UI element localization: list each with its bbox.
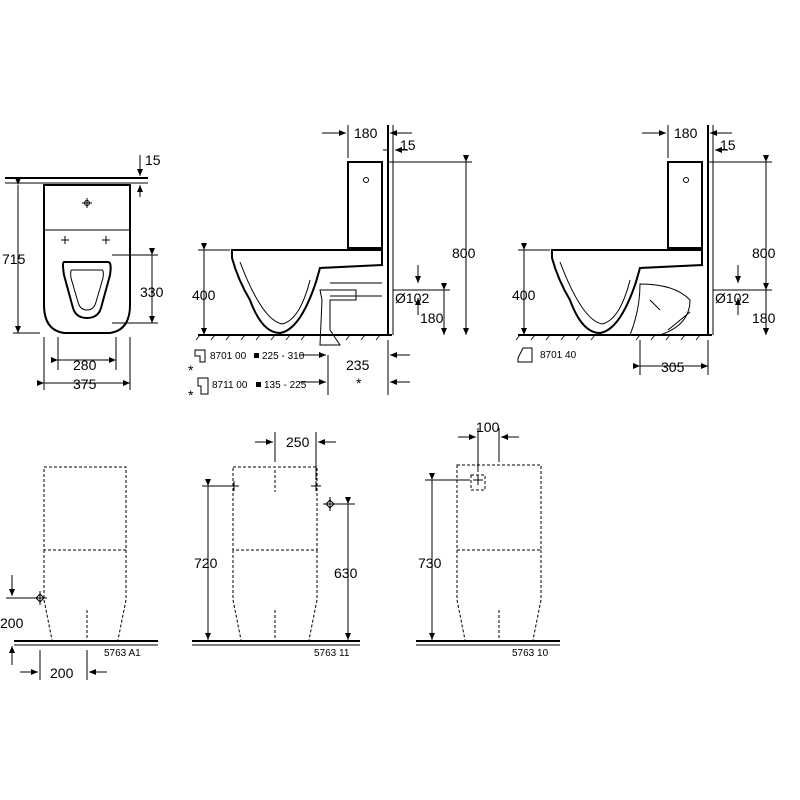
square-bullet-icon [254, 353, 259, 358]
bowl-height-label: 400 [192, 287, 216, 303]
inlet-box [470, 474, 486, 491]
rear-view-10: 100 730 5763 10 [416, 419, 560, 659]
rear-view-11: 250 720 630 5763 11 [192, 432, 360, 659]
side-view-a: 180 15 800 400 Ø102 180 235 * * [188, 125, 476, 403]
fitting-2-star: * [188, 387, 194, 403]
outlet-height-label: 180 [752, 310, 776, 326]
fixing-point-icon [311, 481, 321, 491]
cistern-outline [456, 464, 542, 551]
fixing-point-icon [102, 236, 110, 244]
height-right-label: 630 [334, 565, 358, 581]
bowl [551, 249, 703, 335]
cistern-outline [43, 466, 127, 551]
cistern [347, 161, 383, 249]
inner-width-label: 280 [73, 357, 97, 373]
rear-view-a1: 200 200 5763 A1 [0, 466, 158, 681]
cistern-outline [232, 466, 318, 551]
fitting-1-star: * [188, 362, 194, 378]
outlet-diameter-label: Ø102 [395, 290, 429, 306]
side-view-b: 180 15 800 400 Ø102 180 305 8701 40 [512, 125, 776, 375]
depth-label: 715 [2, 251, 26, 267]
wall-gap-label: 15 [720, 137, 736, 153]
seat-opening [62, 261, 112, 320]
outlet-pipe [319, 289, 357, 346]
bowl-outline [43, 550, 127, 641]
cistern-offset-label: 180 [354, 125, 378, 141]
total-height-label: 800 [752, 245, 776, 261]
fitting-1-range: 225 - 310 [262, 351, 305, 362]
wall-gap-label: 15 [400, 137, 416, 153]
footnote-star: * [356, 375, 362, 391]
fitting-2-icon [197, 377, 209, 395]
bowl-height-label: 400 [512, 287, 536, 303]
cistern-offset-label: 180 [674, 125, 698, 141]
inlet-width-label: 100 [476, 419, 500, 435]
fitting-2-code: 8711 00 [212, 380, 248, 391]
fitting-2-range: 135 - 225 [264, 380, 307, 391]
square-bullet-icon [256, 382, 261, 387]
inlet-spacing-label: 250 [286, 434, 310, 450]
model-label: 5763 A1 [104, 648, 141, 659]
inlet-point-icon [473, 475, 483, 485]
top-view: 715 330 15 280 375 [2, 152, 164, 392]
bowl-outline [456, 550, 542, 641]
model-label: 5763 11 [314, 648, 350, 659]
seat-height-label: 330 [140, 284, 164, 300]
outlet-height-label: 180 [420, 310, 444, 326]
total-height-label: 800 [452, 245, 476, 261]
fitting-code: 8701 40 [540, 350, 577, 361]
outlet-distance-label: 305 [661, 359, 685, 375]
cistern [667, 161, 703, 249]
bowl [231, 249, 383, 335]
toilet-outline [43, 184, 131, 334]
fitting-1-icon [194, 349, 206, 363]
inlet-height-label: 200 [0, 615, 24, 631]
outlet-elbow [629, 283, 691, 336]
inlet-offset-label: 200 [50, 665, 74, 681]
outlet-diameter-label: Ø102 [715, 290, 749, 306]
fitting-icon [517, 347, 533, 363]
bowl-outline [232, 550, 318, 641]
outlet-distance-label: 235 [346, 357, 370, 373]
width-label: 375 [73, 376, 97, 392]
height-left-label: 720 [194, 555, 218, 571]
height-label: 730 [418, 555, 442, 571]
model-label: 5763 10 [512, 648, 549, 659]
fixing-point-icon [82, 198, 92, 208]
wall-gap-label: 15 [145, 152, 161, 168]
fixing-point-icon [61, 236, 69, 244]
fitting-1-code: 8701 00 [210, 351, 247, 362]
